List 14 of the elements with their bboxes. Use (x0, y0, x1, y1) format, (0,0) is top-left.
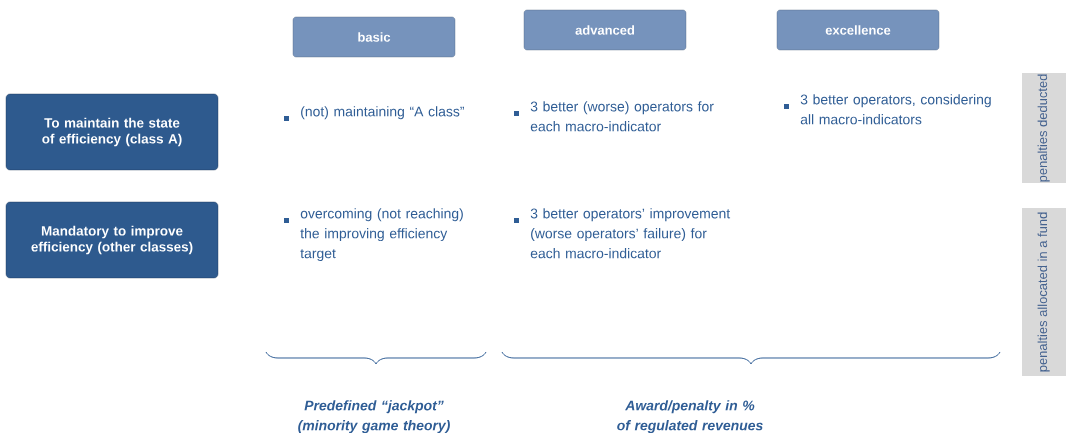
side-band: penalties deducted (1022, 73, 1066, 183)
side-band: penalties allocated in a fund (1022, 208, 1066, 376)
bullet-text: 3 better operators’ improvement (worse operators’ failure) for each macro-indicator (530, 208, 731, 259)
header-button: basic (292, 16, 456, 58)
row-heading-box: To maintain the state of efficiency (class A) (5, 93, 219, 171)
bullet-text: 3 better (worse) operators for each macro-indicator (530, 101, 714, 132)
brace-caption: Award/penalty in % of regulated revenues (617, 400, 763, 434)
bullet-text: overcoming (not reaching) the improving efficiency target (300, 208, 463, 262)
bullet-text: (not) maintaining “A class” (301, 106, 464, 120)
bullet-text: 3 better operators, considering all macro-indicators (800, 94, 991, 125)
header-button: advanced (523, 9, 687, 51)
row-heading-box: Mandatory to improve efficiency (other classes) (5, 201, 219, 279)
header-button: excellence (776, 9, 940, 51)
brace-caption: Predefined “jackpot” (minority game theory) (298, 400, 450, 434)
